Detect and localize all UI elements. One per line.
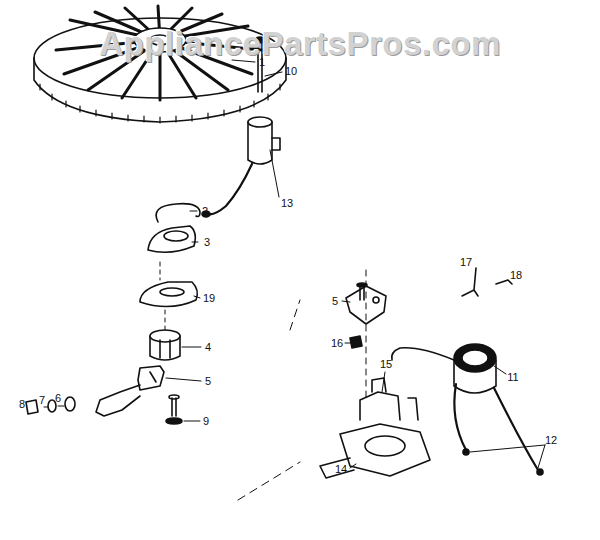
callout-number: 16 [331,337,343,349]
watermark: AppliancePartsPros.com [99,25,501,63]
callout-number: 5 [205,375,211,387]
callout-number: 12 [545,434,557,446]
callout-number: 10 [285,65,297,77]
callout-number: 13 [281,197,293,209]
callout-number: 19 [203,292,215,304]
callout-number: 15 [380,358,392,370]
callout-number: 8 [19,398,25,410]
callout-number: 11 [507,371,518,383]
callout-number: 7 [39,394,45,406]
callout-number: 4 [205,341,211,353]
callout-number: 2 [202,205,208,217]
callout-number: 9 [203,415,209,427]
callout-number: 14 [335,463,347,475]
callout-number: 1 [259,56,265,68]
callout-number: 5 [332,295,338,307]
callout-number: 6 [55,392,61,404]
callout-number: 18 [510,269,522,281]
callout-number: 3 [204,236,210,248]
callout-number: 17 [460,256,472,268]
